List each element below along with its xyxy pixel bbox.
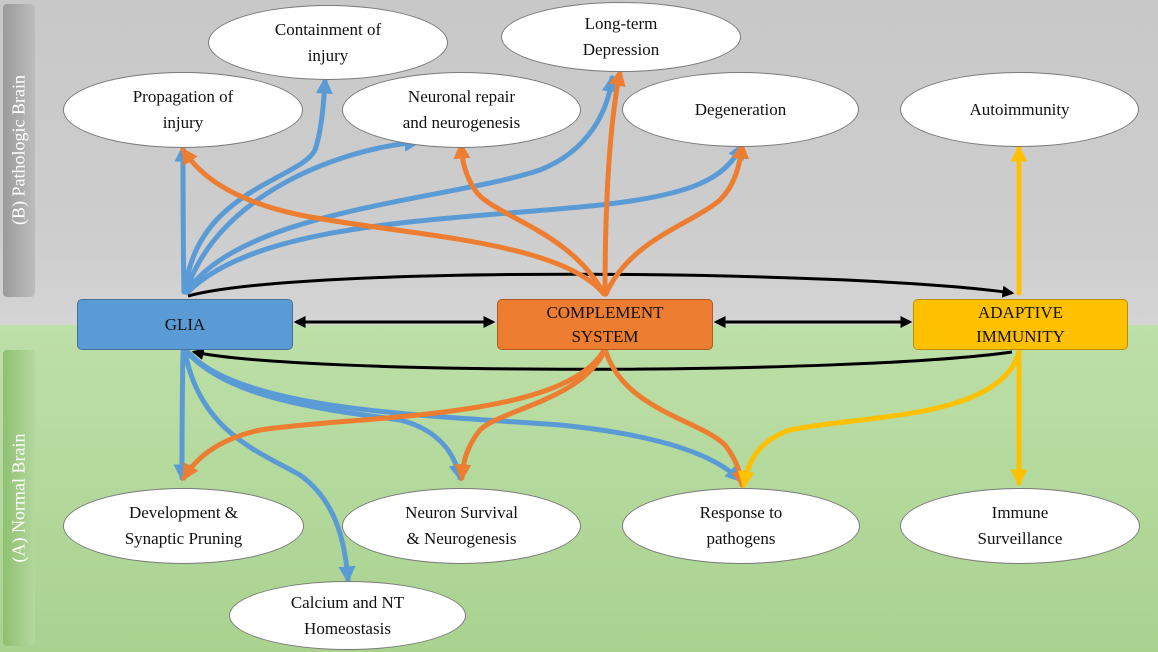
oval-neuron-survival: Neuron Survival & Neurogenesis xyxy=(342,488,581,564)
oval-containment-of-injury: Containment of injury xyxy=(208,5,448,80)
node-adaptive-immunity: ADAPTIVE IMMUNITY xyxy=(913,299,1128,350)
arrow-complement-survival xyxy=(454,349,607,482)
oval-autoimmunity: Autoimmunity xyxy=(900,72,1139,147)
oval-propagation-of-injury: Propagation of injury xyxy=(63,72,303,148)
oval-response-to-pathogens: Response to pathogens xyxy=(622,488,860,564)
oval-neuronal-repair: Neuronal repair and neurogenesis xyxy=(342,72,581,148)
oval-development-synaptic-pruning: Development & Synaptic Pruning xyxy=(63,488,304,564)
arrow-glia-development xyxy=(173,349,191,482)
arrow-glia-ltd xyxy=(184,74,619,295)
oval-calcium-nt-homeostasis: Calcium and NT Homeostasis xyxy=(229,581,466,650)
oval-immune-surveillance: Immune Surveillance xyxy=(900,488,1140,564)
arrow-complement-development xyxy=(181,349,606,481)
arrow-glia-pathogens xyxy=(185,349,743,483)
pathologic-brain-tab xyxy=(3,4,35,297)
arrow-complement-propagation xyxy=(180,147,607,297)
node-complement-system: COMPLEMENT SYSTEM xyxy=(497,299,713,350)
arrow-glia-propagation xyxy=(174,144,192,295)
oval-long-term-depression: Long-term Depression xyxy=(501,2,741,72)
arrow-glia-containment xyxy=(182,76,333,295)
arrow-adaptive-to-glia xyxy=(191,348,1013,371)
arrow-complement-ltd xyxy=(602,68,626,297)
arrow-glia-degeneration xyxy=(185,141,745,295)
node-glia: GLIA xyxy=(77,299,293,350)
arrow-adaptive-pathogens xyxy=(737,349,1022,489)
arrow-complement-pathogens xyxy=(603,349,749,489)
arrow-complement-repair xyxy=(453,141,607,297)
arrow-glia-calcium xyxy=(182,349,356,584)
arrow-glia-repair xyxy=(183,134,422,295)
oval-degeneration: Degeneration xyxy=(622,72,859,147)
arrow-complement-degeneration xyxy=(603,141,750,297)
normal-brain-tab xyxy=(3,350,35,646)
